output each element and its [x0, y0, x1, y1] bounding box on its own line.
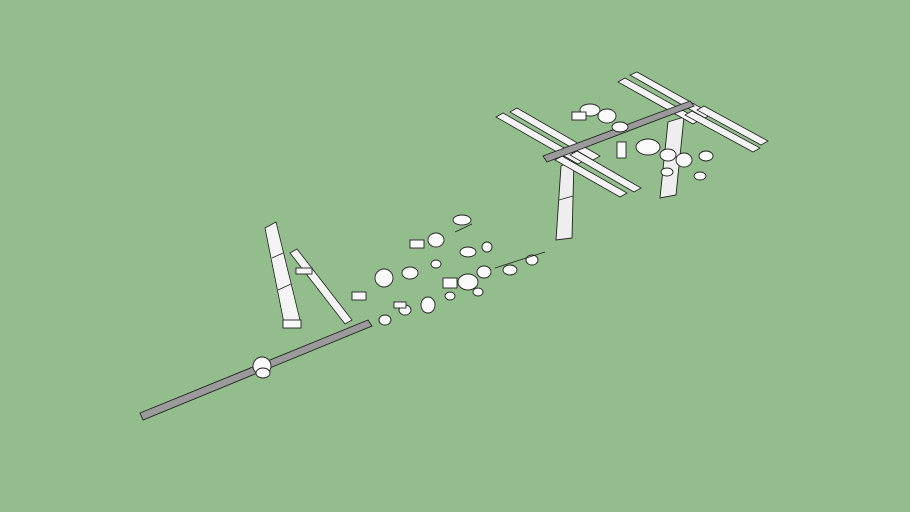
assembled-station	[495, 71, 769, 241]
separate-solar-array	[264, 221, 353, 329]
exploded-components	[139, 214, 546, 421]
solar-array-right-lower	[684, 105, 769, 153]
station-modules	[571, 103, 714, 181]
separate-truss-segment	[139, 319, 373, 421]
separate-modules	[351, 214, 546, 326]
